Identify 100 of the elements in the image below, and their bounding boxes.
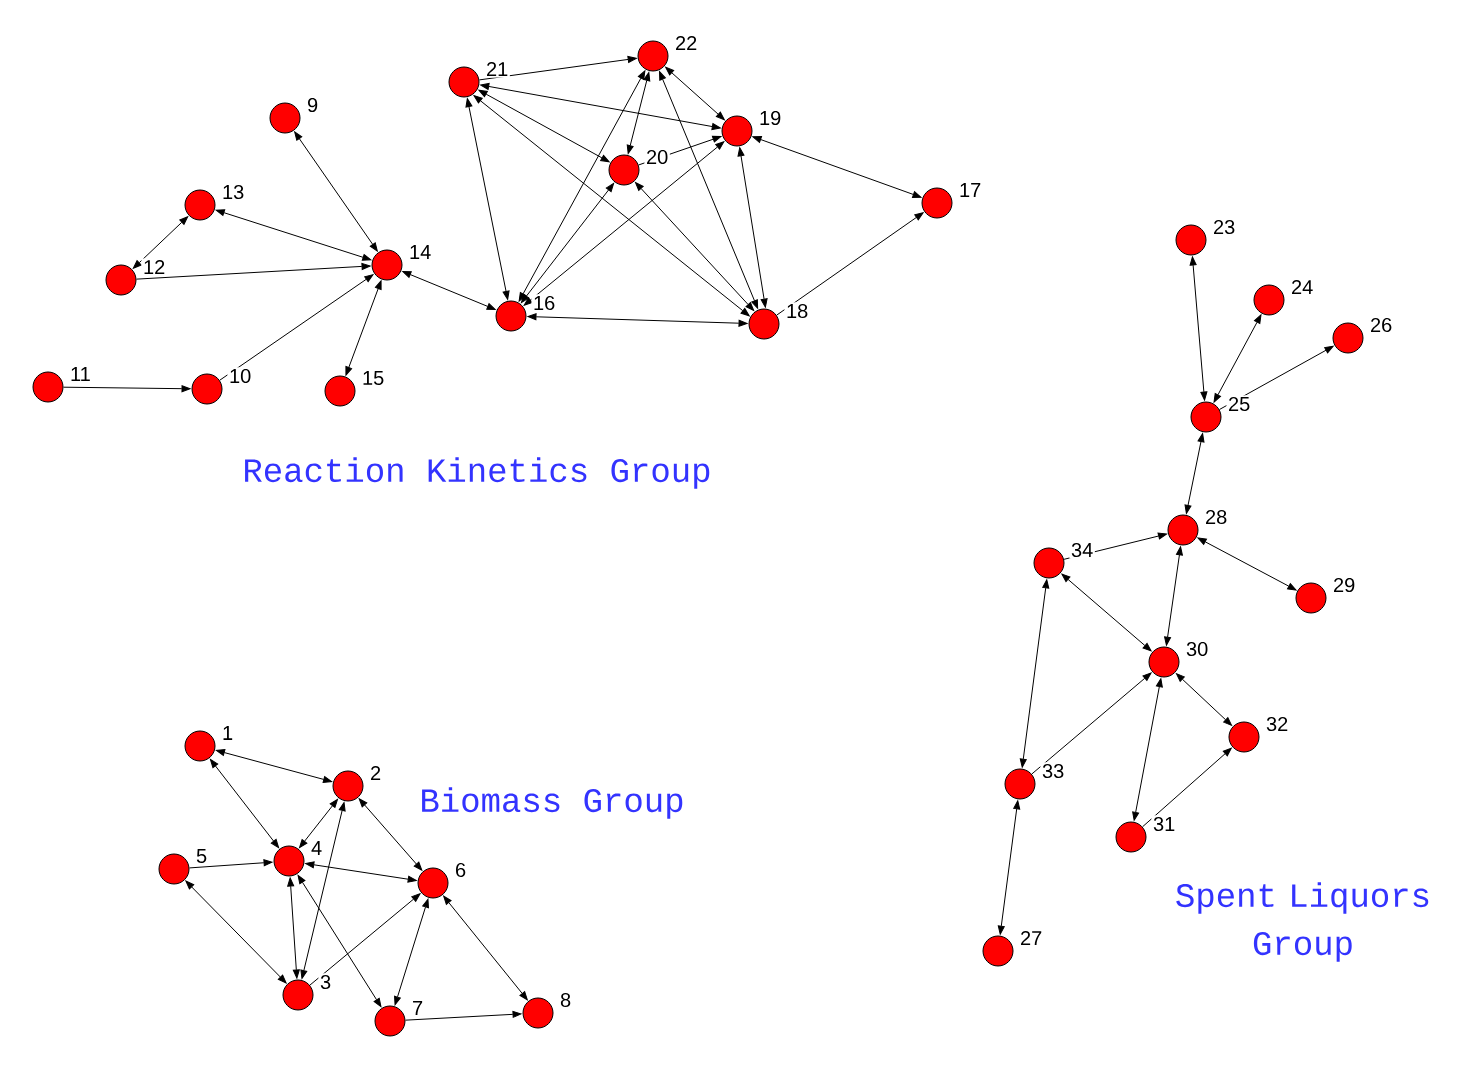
node-number: 19 — [757, 109, 783, 127]
node-number: 2 — [368, 764, 383, 782]
network-node — [158, 853, 190, 885]
arrow — [394, 898, 429, 1006]
node-number: 33 — [1040, 762, 1066, 780]
node-number: 13 — [220, 183, 246, 201]
node-number: 28 — [1203, 508, 1229, 526]
arrow — [405, 1010, 522, 1021]
node-number: 11 — [68, 365, 93, 383]
arrow — [1213, 314, 1262, 403]
network-node — [1253, 284, 1285, 316]
arrow — [299, 798, 338, 849]
network-node — [324, 375, 356, 407]
arrow — [1184, 433, 1205, 514]
node-number: 1 — [220, 724, 235, 742]
arrow — [527, 313, 748, 327]
arrow — [997, 800, 1021, 935]
node-number: 34 — [1069, 541, 1095, 559]
node-number: 27 — [1018, 929, 1044, 947]
network-node — [282, 979, 314, 1011]
arrow — [635, 182, 755, 312]
network-node — [1004, 768, 1036, 800]
arrow — [776, 212, 924, 316]
arrow — [1164, 546, 1183, 646]
node-number: 3 — [318, 973, 333, 991]
arrow — [136, 262, 371, 280]
arrow — [523, 141, 725, 306]
node-number: 16 — [531, 294, 557, 312]
arrow — [1189, 256, 1208, 401]
node-number: 15 — [360, 369, 386, 387]
network-node — [1148, 646, 1180, 678]
arrow — [518, 70, 646, 302]
network-node — [1115, 821, 1147, 853]
node-number: 26 — [1368, 316, 1394, 334]
network-node — [1295, 582, 1327, 614]
arrow — [132, 216, 189, 269]
arrow — [219, 274, 374, 381]
network-node — [1190, 401, 1222, 433]
arrow — [478, 89, 610, 163]
arrow — [309, 893, 421, 986]
arrow — [215, 209, 372, 261]
network-node — [522, 997, 554, 1029]
arrow — [659, 71, 759, 309]
arrow — [737, 147, 768, 308]
node-number: 7 — [410, 999, 425, 1017]
arrow — [209, 758, 280, 849]
network-node — [1033, 547, 1065, 579]
network-node — [921, 187, 953, 219]
network-node — [1175, 224, 1207, 256]
arrow — [300, 802, 346, 979]
node-number: 20 — [644, 148, 670, 166]
network-node — [637, 40, 669, 72]
network-node — [1332, 322, 1364, 354]
node-number: 6 — [453, 861, 468, 879]
node-number: 32 — [1264, 715, 1290, 733]
arrow — [1197, 537, 1297, 591]
node-number: 5 — [194, 847, 209, 865]
node-number: 12 — [141, 258, 167, 276]
network-node — [184, 189, 216, 221]
arrow — [465, 98, 510, 300]
group-label: Biomass Group — [422, 787, 683, 819]
network-node — [273, 845, 305, 877]
network-node — [32, 371, 64, 403]
arrow — [1132, 678, 1163, 821]
node-number: 29 — [1331, 576, 1357, 594]
network-node — [748, 308, 780, 340]
arrow — [626, 71, 651, 155]
node-number: 25 — [1226, 395, 1252, 413]
arrow — [1031, 672, 1152, 775]
arrow — [478, 55, 637, 81]
group-label: Reaction Kinetics Group — [245, 457, 710, 489]
network-node — [608, 154, 640, 186]
arrow — [345, 280, 382, 376]
network-node — [1228, 721, 1260, 753]
arrow — [473, 95, 750, 317]
network-node — [184, 730, 216, 762]
network-node — [1167, 514, 1199, 546]
network-node — [332, 770, 364, 802]
arrow — [297, 874, 382, 1008]
arrow — [358, 798, 423, 871]
group-label: Spent Liquors Group — [1176, 882, 1429, 962]
network-node — [374, 1005, 406, 1037]
node-number: 18 — [784, 302, 810, 320]
node-number: 4 — [309, 839, 324, 857]
arrow — [402, 270, 496, 311]
arrow — [1019, 579, 1050, 768]
network-node — [495, 300, 527, 332]
node-number: 22 — [673, 34, 699, 52]
node-number: 23 — [1211, 218, 1237, 236]
network-node — [982, 935, 1014, 967]
arrow — [188, 859, 273, 869]
arrow — [752, 136, 922, 198]
arrow — [185, 880, 287, 984]
node-number: 8 — [558, 991, 573, 1009]
network-node — [105, 264, 137, 296]
node-number: 17 — [957, 181, 983, 199]
network-node — [417, 867, 449, 899]
node-number: 14 — [407, 243, 433, 261]
node-number: 24 — [1289, 278, 1315, 296]
arrow — [1061, 573, 1152, 652]
